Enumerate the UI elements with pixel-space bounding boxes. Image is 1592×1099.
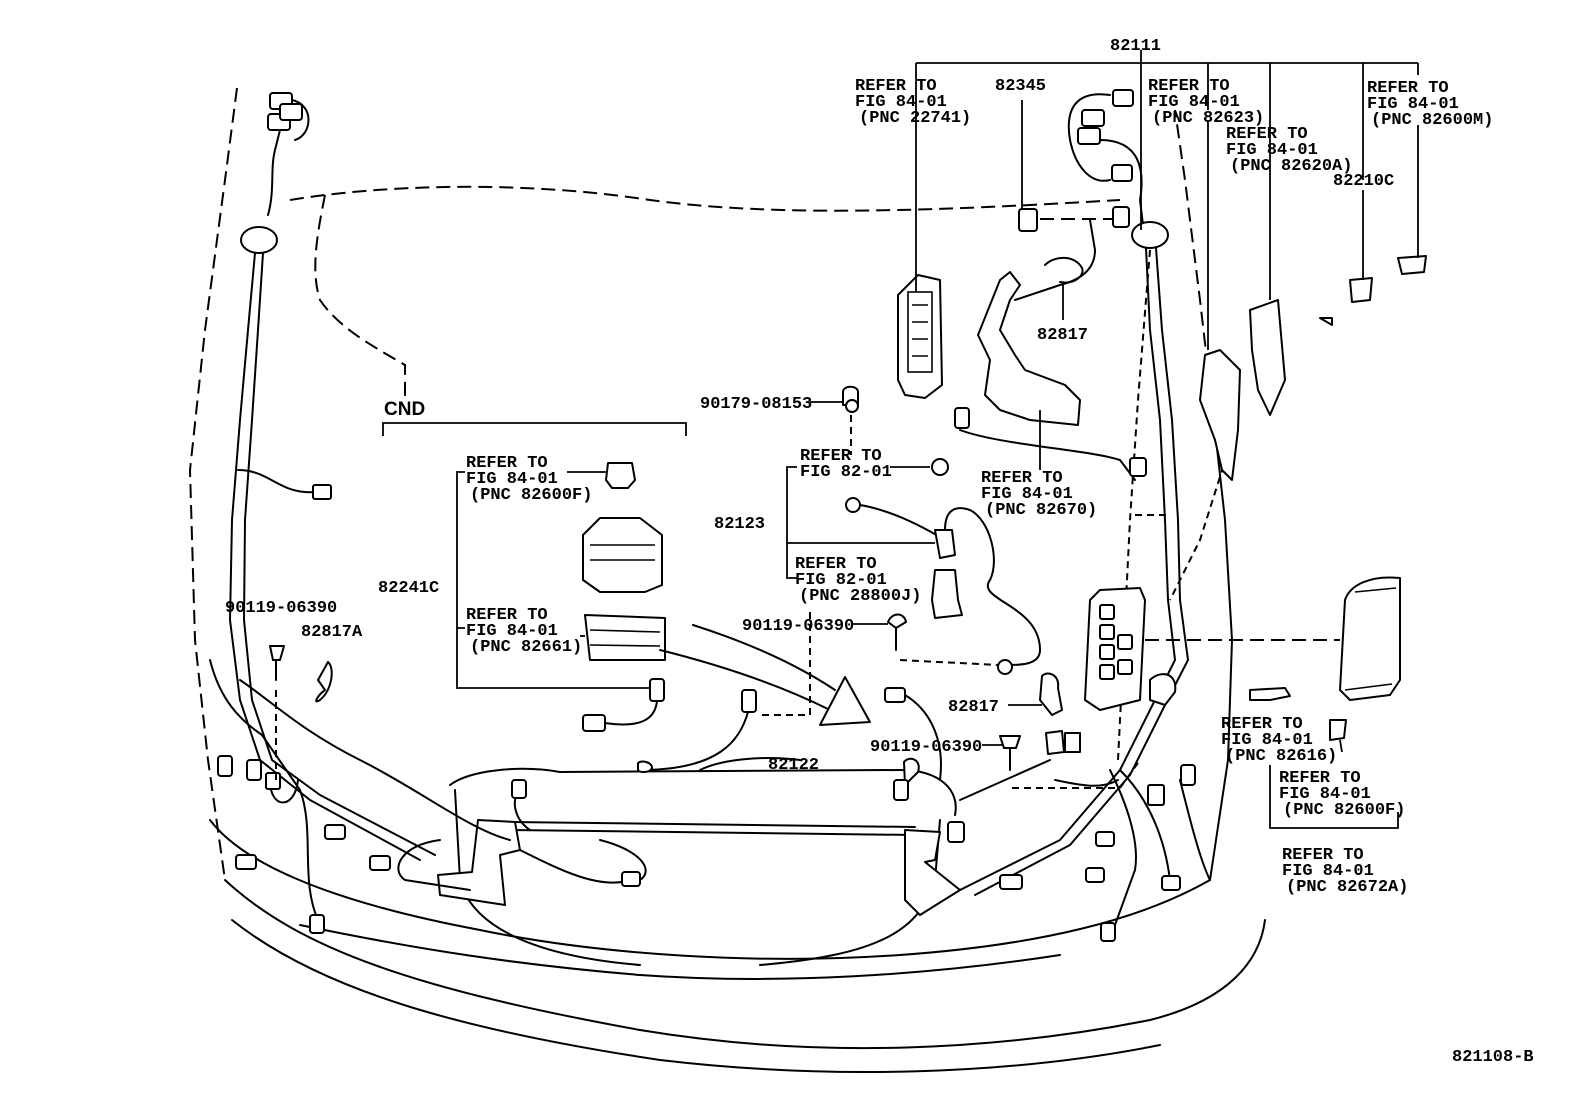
refer-to-note-line: (PNC 82623) [1152,109,1264,128]
refer-to-note-line: FIG 84-01 [855,93,947,112]
label-82122: 82122 [768,756,819,775]
refer-to-note-line: REFER TO [800,447,882,466]
refer-to-note-line: FIG 84-01 [981,485,1073,504]
label-90119-06390-left: 90119-06390 [225,599,337,618]
refer-to-note-line: (PNC 82672A) [1286,878,1408,897]
right-harness [947,89,1239,942]
cnd-fuse-box-group [382,422,687,732]
refer-to-note-line: REFER TO [795,555,877,574]
refer-to-note-line: (PNC 28800J) [799,587,921,606]
label-82210C: 82210C [1333,172,1394,191]
refer-to-note-line: FIG 84-01 [1279,785,1371,804]
center-parts-group [269,317,1347,801]
relay-cover [1339,576,1401,701]
label-82241C: 82241C [378,579,439,598]
figure-code: 821108-B [1452,1048,1534,1067]
refer-to-note-line: REFER TO [1148,77,1230,96]
refer-to-note-line: (PNC 82600F) [470,486,592,505]
refer-to-note-line: REFER TO [981,469,1063,488]
refer-to-note-line: REFER TO [466,606,548,625]
label-82345: 82345 [995,77,1046,96]
junction-block [1084,587,1340,711]
refer-to-note-line: FIG 84-01 [466,622,558,641]
refer-to-note-line: REFER TO [1367,79,1449,98]
label-82817A: 82817A [301,623,363,642]
refer-to-note-line: (PNC 82600F) [1283,801,1405,820]
label-82817-top: 82817 [1037,326,1088,345]
refer-to-note-line: REFER TO [466,454,548,473]
leader-lines [786,50,1419,829]
label-90119-06390-right: 90119-06390 [870,738,982,757]
direction-arrow [659,624,871,726]
label-90119-06390-center: 90119-06390 [742,617,854,636]
refer-to-note-line: (PNC 82670) [985,501,1097,520]
refer-to-note-line: (PNC 22741) [859,109,971,128]
refer-to-note-line: FIG 84-01 [1226,141,1318,160]
engine-bay-components [437,757,961,966]
refer-to-note-line: FIG 82-01 [800,463,892,482]
refer-to-note-line: REFER TO [1221,715,1303,734]
refer-to-note-line: FIG 84-01 [1282,862,1374,881]
label-82817-mid: 82817 [948,698,999,717]
refer-to-note-line: REFER TO [1226,125,1308,144]
label-90179-08153: 90179-08153 [700,395,812,414]
refer-to-note-line: (PNC 82661) [470,638,582,657]
label-82123: 82123 [714,515,765,534]
refer-to-note-line: REFER TO [1279,769,1361,788]
top-components [897,208,1427,481]
refer-to-note-line: FIG 84-01 [1367,95,1459,114]
label-82111: 82111 [1110,37,1161,56]
refer-to-note-line: (PNC 82620A) [1230,157,1352,176]
left-harness [209,92,647,934]
refer-to-note-line: FIG 84-01 [1148,93,1240,112]
part-labels: 82111 82345 82817 82210C CND 90179-08153… [225,37,1534,1067]
refer-to-note-line: (PNC 82616) [1225,747,1337,766]
refer-to-note-line: FIG 84-01 [1221,731,1313,750]
refer-to-note-line: (PNC 82600M) [1371,111,1493,130]
refer-to-note-line: REFER TO [855,77,937,96]
label-cnd: CND [384,399,425,420]
refer-to-note-line: REFER TO [1282,846,1364,865]
refer-to-note-line: FIG 82-01 [795,571,887,590]
refer-to-note-line: FIG 84-01 [466,470,558,489]
